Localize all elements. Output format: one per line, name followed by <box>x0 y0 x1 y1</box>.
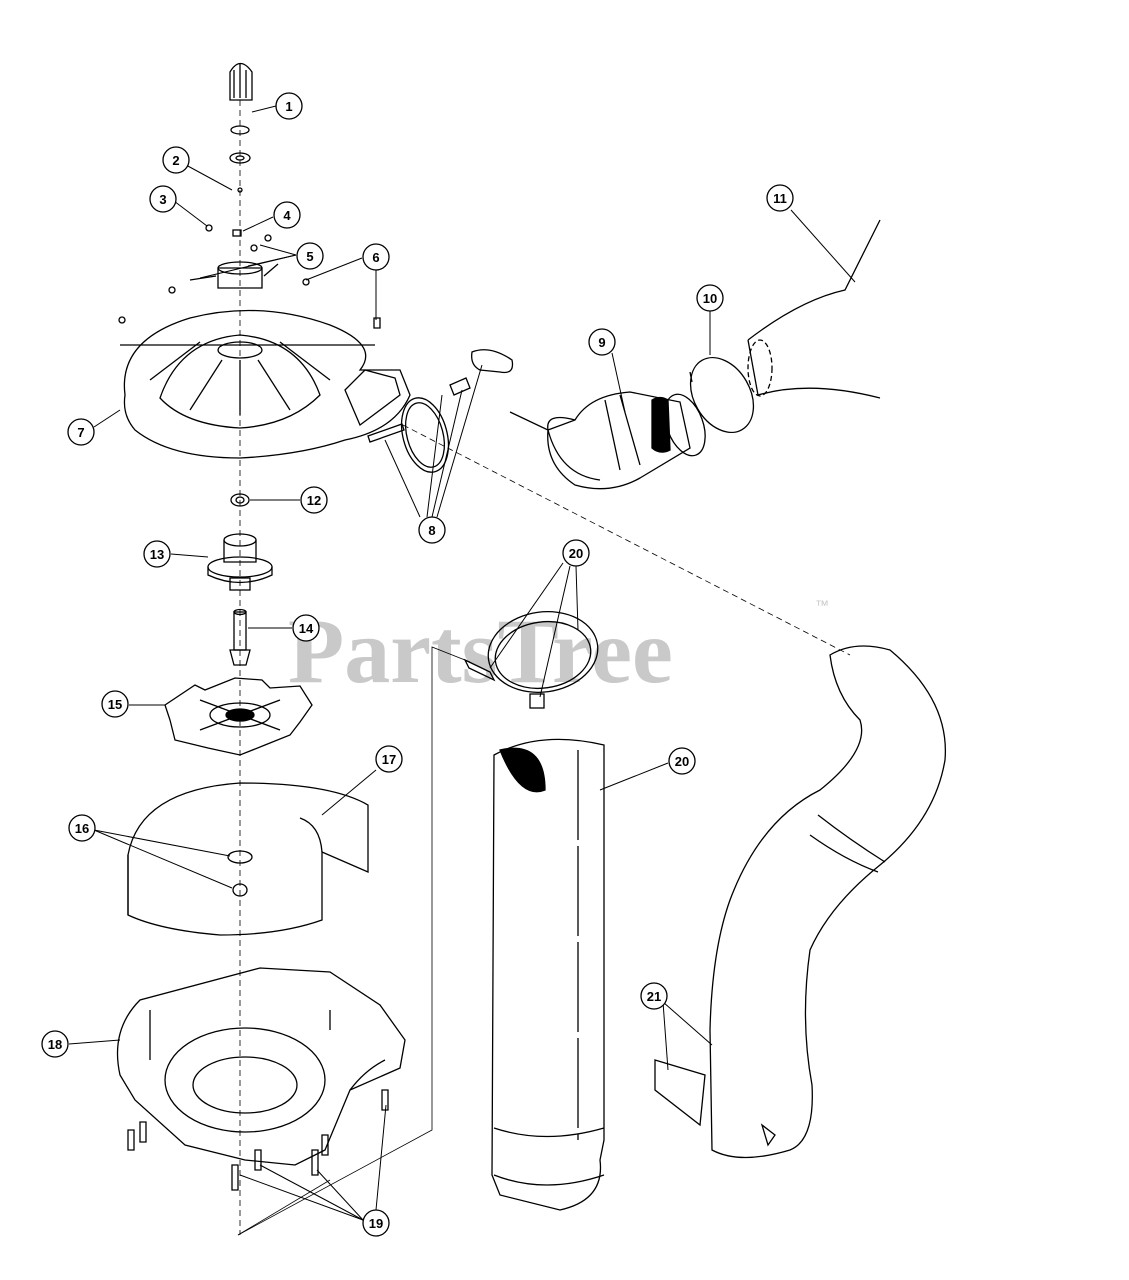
part-6-screws <box>118 278 381 329</box>
part-7-upper-housing <box>120 309 411 459</box>
part-10-ring-clamp <box>689 356 755 434</box>
callout-11: 11 <box>766 184 794 212</box>
callout-8: 8 <box>418 516 446 544</box>
callout-15: 15 <box>101 690 129 718</box>
part-4-nut <box>232 229 242 237</box>
svg-text:14: 14 <box>299 621 314 636</box>
part-17-shroud <box>127 782 369 936</box>
callout-12: 12 <box>300 486 328 514</box>
svg-text:21: 21 <box>647 989 661 1004</box>
callout-10: 10 <box>696 284 724 312</box>
svg-text:7: 7 <box>77 425 84 440</box>
callout-13: 13 <box>143 540 171 568</box>
callout-18: 18 <box>41 1030 69 1058</box>
svg-text:11: 11 <box>773 191 787 206</box>
svg-text:3: 3 <box>159 192 166 207</box>
part-3-screw <box>205 224 213 232</box>
part-21-deflector <box>654 645 947 1159</box>
svg-text:18: 18 <box>48 1037 62 1052</box>
part-16-nuts <box>227 850 253 897</box>
svg-text:15: 15 <box>108 697 122 712</box>
callout-17: 17 <box>375 745 403 773</box>
part-20-clamp-ring <box>463 611 599 709</box>
svg-text:20: 20 <box>569 546 583 561</box>
part-14-shaft-pin <box>229 608 251 666</box>
svg-text:19: 19 <box>369 1216 383 1231</box>
svg-text:4: 4 <box>283 208 291 223</box>
callouts: 1 2 3 4 5 6 7 8 9 10 11 12 13 14 15 16 1… <box>41 92 794 1237</box>
part-9-elbow-tube <box>509 391 706 490</box>
svg-text:17: 17 <box>382 752 396 767</box>
callout-19: 19 <box>362 1209 390 1237</box>
center-axis <box>239 90 851 1235</box>
svg-text:20: 20 <box>675 754 689 769</box>
part-11-hose <box>747 219 881 399</box>
callout-2: 2 <box>162 146 190 174</box>
callout-7: 7 <box>67 418 95 446</box>
callout-21: 21 <box>640 982 668 1010</box>
svg-text:8: 8 <box>428 523 435 538</box>
svg-text:1: 1 <box>285 99 292 114</box>
part-18-lower-housing <box>116 967 406 1166</box>
part-13-bearing-hub <box>207 533 273 591</box>
callout-3: 3 <box>149 185 177 213</box>
callout-9: 9 <box>588 328 616 356</box>
callout-20-top: 20 <box>562 539 590 567</box>
part-1-tip <box>229 62 253 135</box>
callout-14: 14 <box>292 614 320 642</box>
part-5-bracket <box>189 234 279 289</box>
svg-text:9: 9 <box>598 335 605 350</box>
part-20-discharge-tube <box>491 738 605 1211</box>
svg-text:6: 6 <box>372 250 379 265</box>
svg-text:10: 10 <box>703 291 717 306</box>
part-2-shaft <box>229 152 251 193</box>
part-12-seal <box>230 493 250 507</box>
svg-text:16: 16 <box>75 821 89 836</box>
callout-20-tube: 20 <box>668 747 696 775</box>
callout-4: 4 <box>273 201 301 229</box>
part-15-impeller <box>164 677 313 756</box>
watermark-trademark: ™ <box>815 597 829 613</box>
svg-text:13: 13 <box>150 547 164 562</box>
callout-16: 16 <box>68 814 96 842</box>
svg-text:2: 2 <box>172 153 179 168</box>
svg-text:12: 12 <box>307 493 321 508</box>
part-8-clamp-assembly <box>367 349 514 473</box>
svg-text:5: 5 <box>306 249 313 264</box>
leader-paths <box>237 646 471 1236</box>
callout-5: 5 <box>296 242 324 270</box>
watermark-text: PartsTree <box>288 600 673 702</box>
callout-6: 6 <box>362 243 390 271</box>
callout-1: 1 <box>275 92 303 120</box>
part-19-screws <box>127 1089 389 1191</box>
leader-lines <box>68 105 856 1221</box>
